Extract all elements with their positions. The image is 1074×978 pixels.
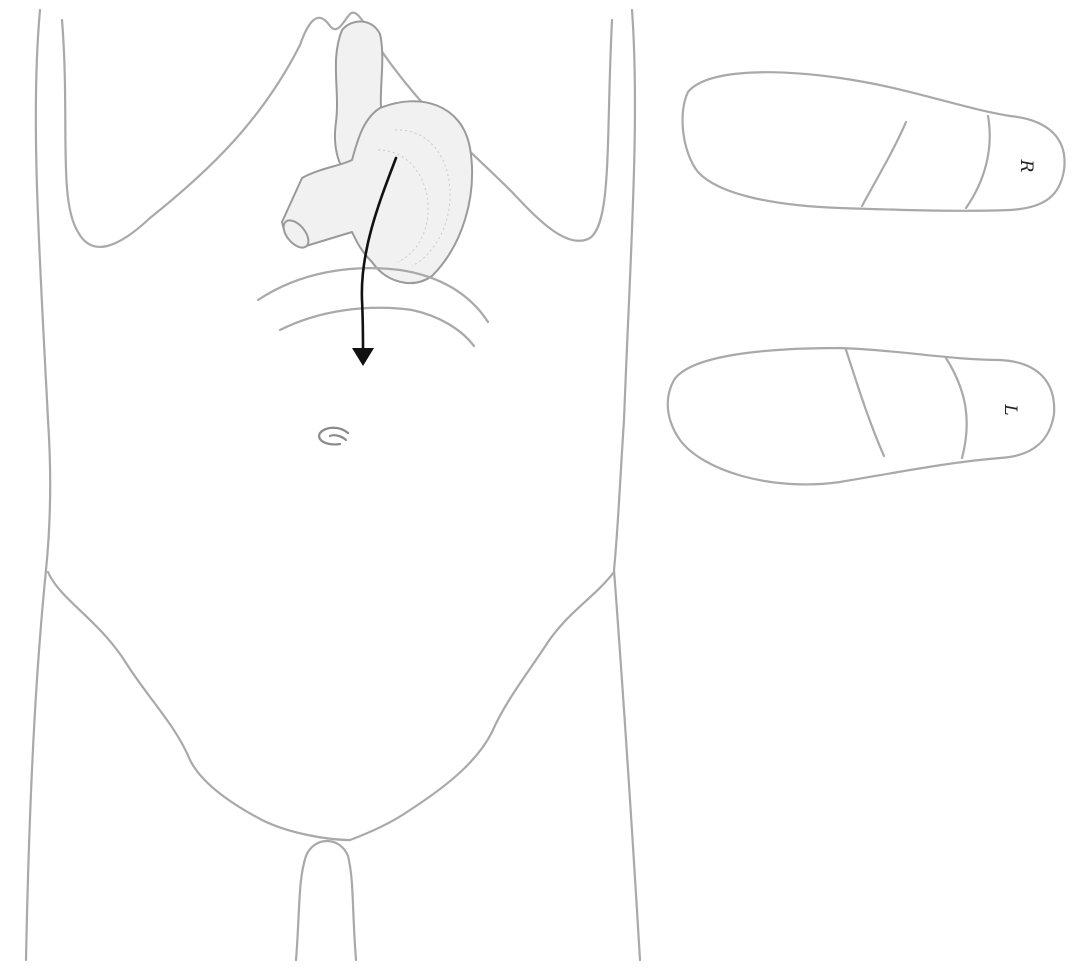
genital-outline xyxy=(296,841,356,960)
torso-outline xyxy=(26,10,640,960)
stomach-body xyxy=(282,101,472,283)
right-foot-sole: R xyxy=(683,72,1065,211)
torso-left-side xyxy=(26,10,50,960)
navel xyxy=(319,428,348,445)
left-foot-label: L xyxy=(1000,403,1020,415)
right-groin-line xyxy=(350,572,614,840)
left-foot-sole: L xyxy=(668,348,1054,484)
left-foot-toe-line xyxy=(946,358,967,458)
right-foot-label: R xyxy=(1016,159,1036,173)
stomach-organ xyxy=(279,21,472,283)
left-groin-line xyxy=(48,572,350,840)
right-foot-contour xyxy=(683,72,1065,211)
right-foot-toe-line xyxy=(966,116,990,208)
left-foot-contour xyxy=(668,348,1054,484)
navel-inner xyxy=(330,435,346,440)
right-foot-metatarsal-line xyxy=(862,122,906,206)
diaphragm-arc-lower xyxy=(280,308,474,346)
torso-right-side xyxy=(614,10,640,960)
arrow-head xyxy=(352,348,374,366)
left-foot-metatarsal-line xyxy=(846,350,884,456)
diaphragm-arc-upper xyxy=(258,268,488,322)
